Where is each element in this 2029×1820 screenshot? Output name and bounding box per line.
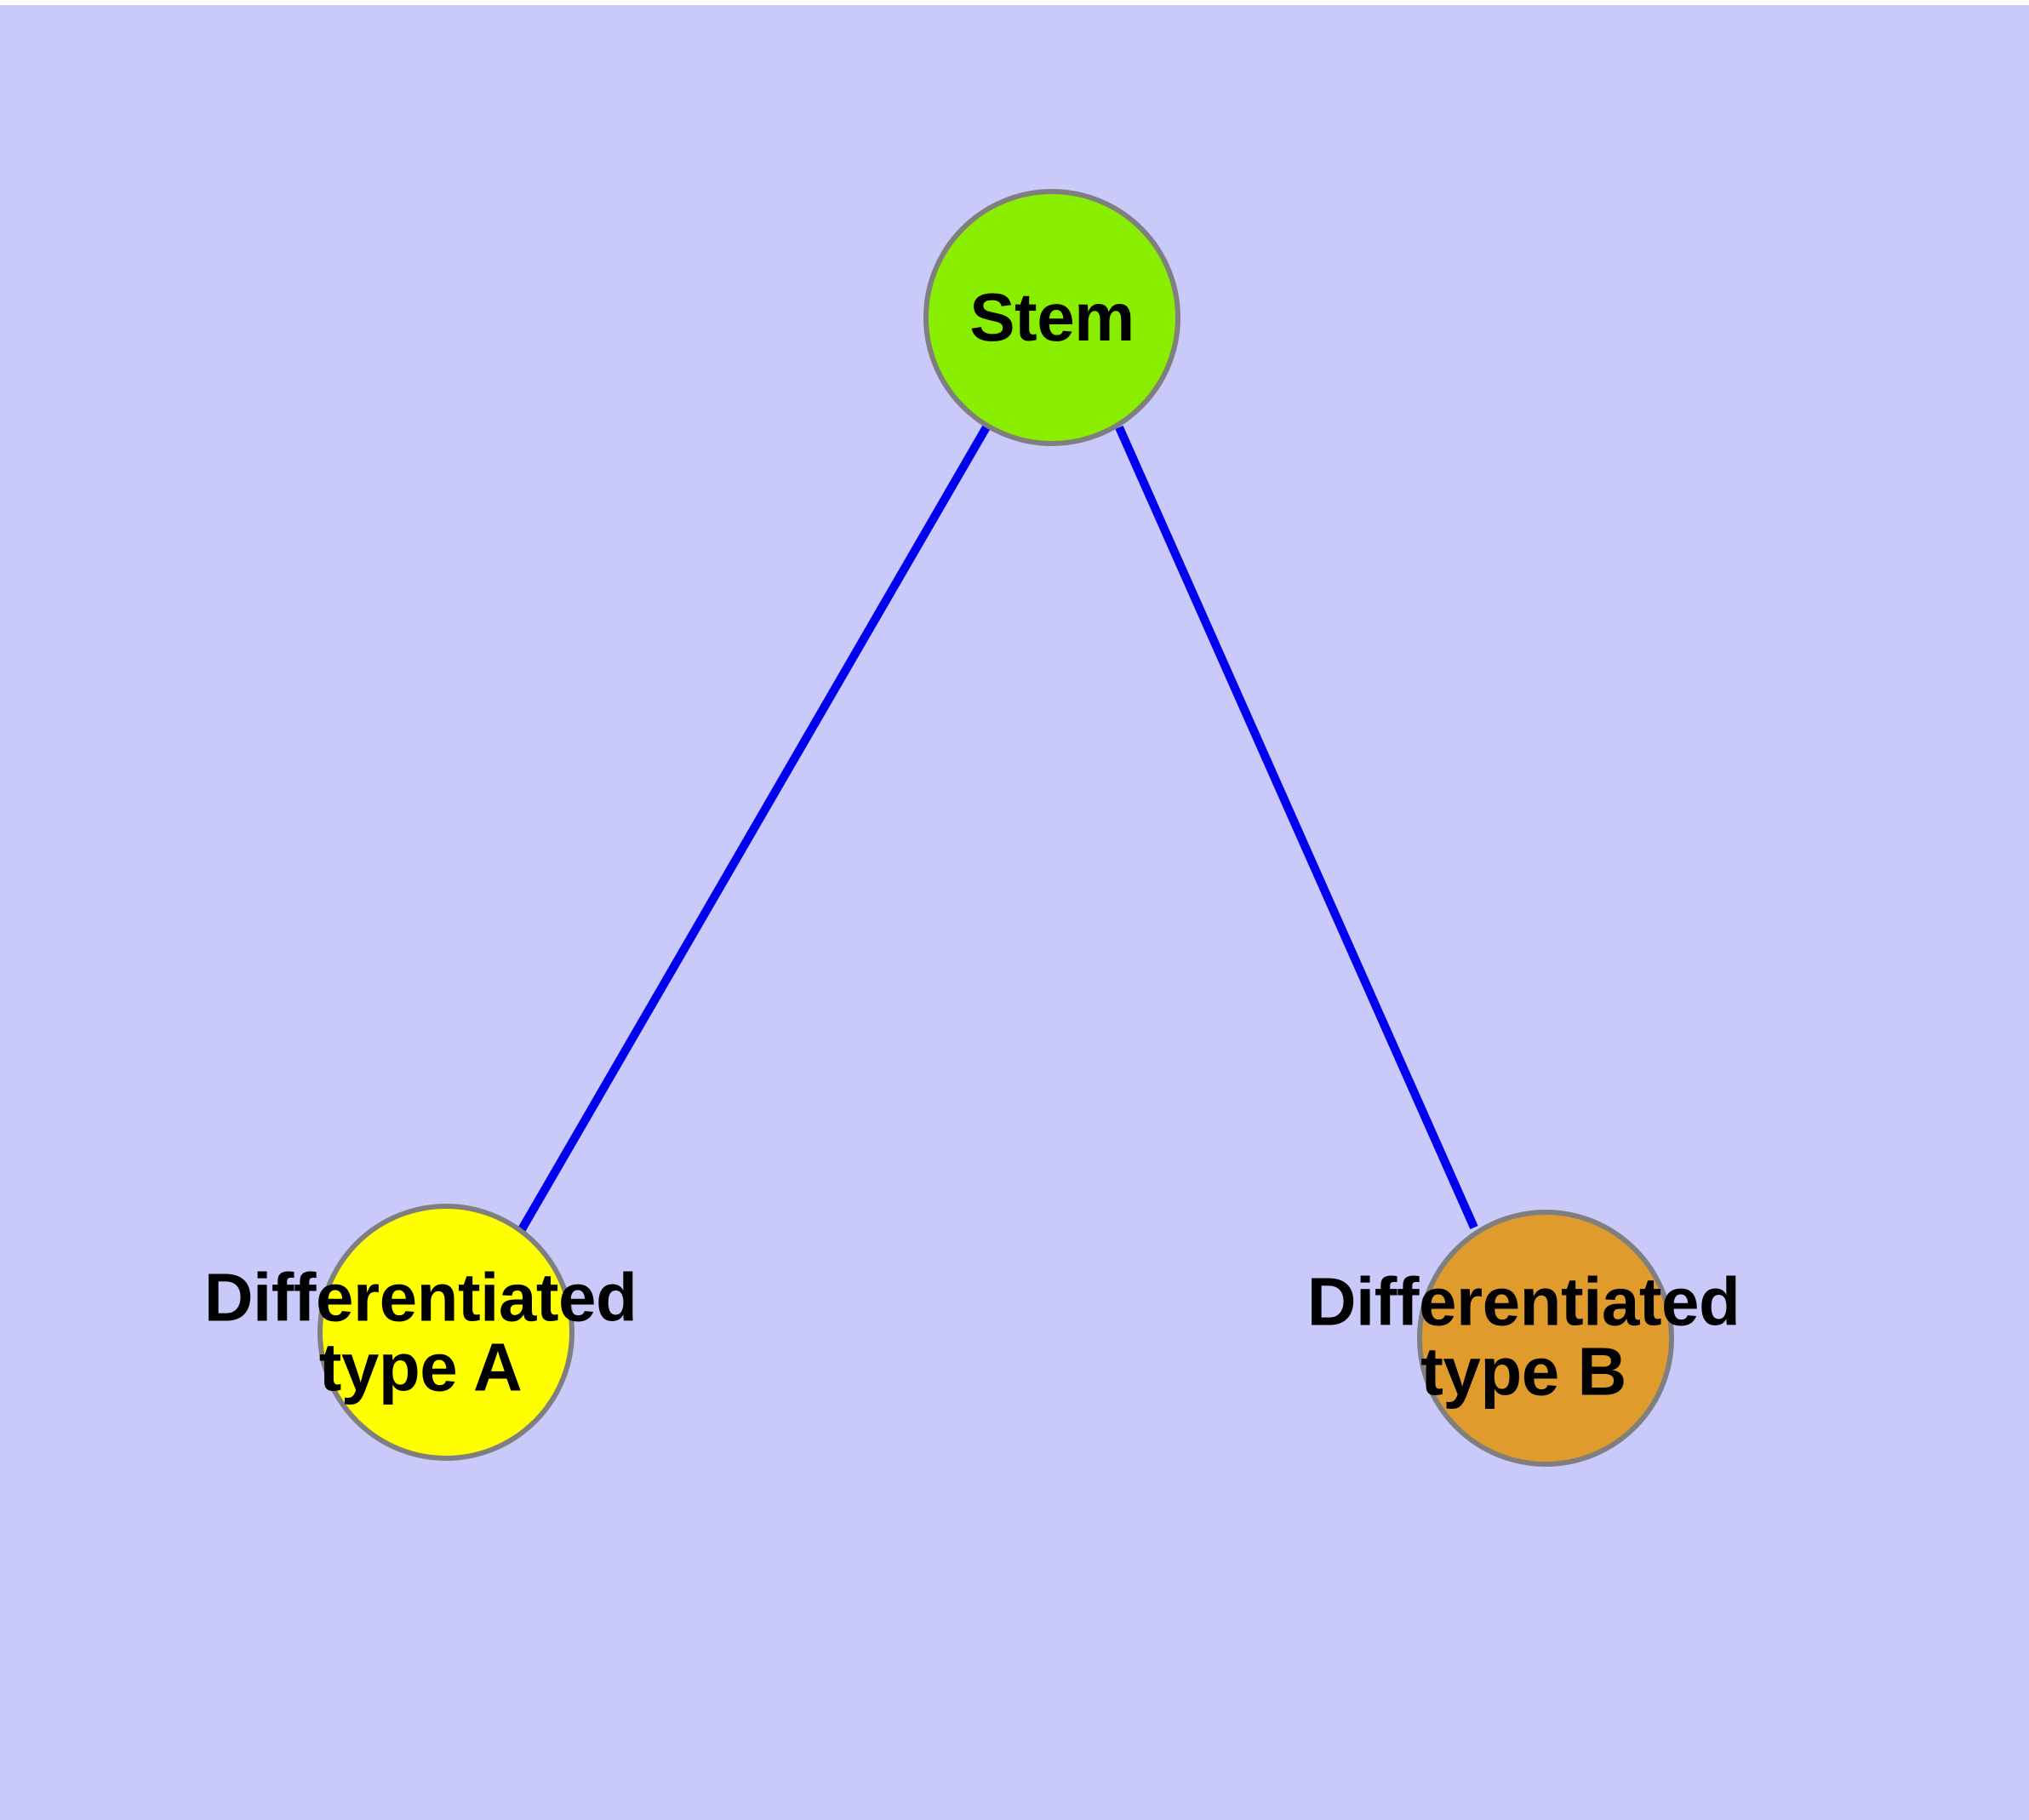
edge-stem-to-differentiated-type-a[interactable]: [517, 423, 992, 1233]
node-circle-differentiated-type-a[interactable]: [317, 1204, 574, 1461]
node-circle-differentiated-type-b[interactable]: [1417, 1210, 1674, 1467]
edge-stem-to-differentiated-type-b[interactable]: [1115, 425, 1478, 1230]
edge-layer: [517, 423, 1478, 1233]
node-circle-stem[interactable]: [923, 189, 1180, 446]
node-layer: [317, 189, 1674, 1467]
